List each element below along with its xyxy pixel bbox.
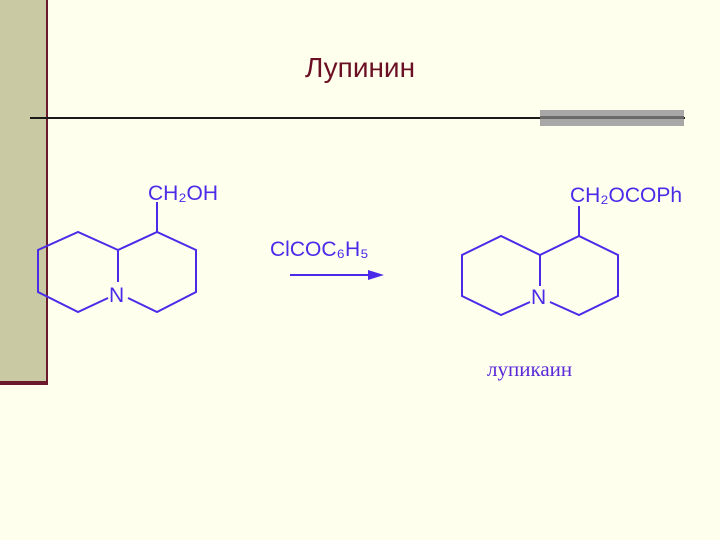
product-name: лупикаин — [487, 357, 573, 381]
slide-title: Лупинин — [304, 52, 416, 83]
product-nitrogen: N — [531, 286, 546, 309]
sidebar-decoration — [0, 0, 46, 384]
divider-accent-stripe — [540, 116, 684, 119]
reactant-nitrogen: N — [109, 284, 124, 307]
sidebar-underline — [0, 381, 48, 385]
reaction-arrow — [290, 270, 384, 280]
product-structure — [461, 206, 619, 317]
reactant-structure — [37, 202, 197, 314]
product-substituent: CH₂OCOPh — [570, 184, 682, 207]
sidebar-edge — [46, 0, 48, 385]
title-divider — [30, 117, 685, 119]
reactant-substituent: CH₂OH — [148, 182, 218, 205]
reagent-label: ClCOC₆H₅ — [270, 238, 369, 261]
